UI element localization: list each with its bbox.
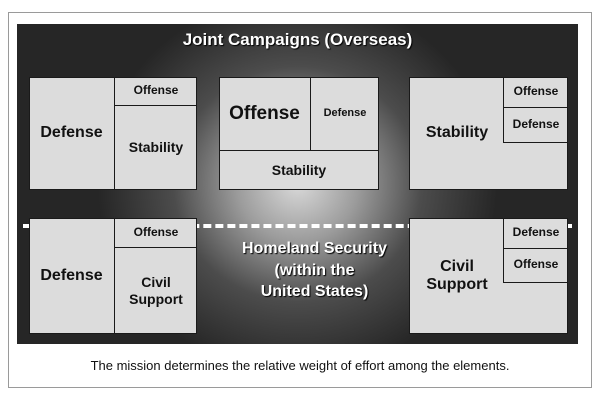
homeland-left-main: Defense <box>29 218 115 334</box>
homeland-right-box: Civil Support Defense Offense <box>409 218 568 334</box>
diagram-title: Joint Campaigns (Overseas) <box>182 30 413 49</box>
homeland-right-top-right: Defense <box>503 218 568 249</box>
overseas-center-bottom: Stability <box>271 161 327 178</box>
campaign-panel: Joint Campaigns (Overseas) Defense Offen… <box>17 24 578 344</box>
overseas-center-top-right: Defense <box>310 77 379 151</box>
overseas-center-main: Offense <box>219 77 311 151</box>
homeland-left-box: Defense Offense Civil Support <box>29 218 197 334</box>
overseas-right-box: Stability Offense Defense <box>409 77 568 190</box>
overseas-right-bottom-right: Defense <box>503 107 568 143</box>
homeland-left-bottom-right: Civil Support <box>114 247 197 334</box>
overseas-left-box: Defense Offense Stability <box>29 77 197 190</box>
overseas-right-main: Stability <box>425 124 489 142</box>
homeland-label-line-2: (within the <box>274 261 355 279</box>
homeland-security-label: Homeland Security (within the United Sta… <box>222 238 407 303</box>
section-divider <box>23 224 572 228</box>
overseas-right-top-right: Offense <box>503 77 568 108</box>
homeland-left-top-right: Offense <box>114 218 197 248</box>
overseas-left-main: Defense <box>29 77 115 190</box>
homeland-right-main: Civil Support <box>426 257 488 293</box>
homeland-label-line-1: Homeland Security <box>242 240 387 257</box>
homeland-right-bottom-right: Offense <box>503 248 568 283</box>
homeland-label-line-3: United States) <box>260 283 369 301</box>
diagram-caption: The mission determines the relative weig… <box>90 358 510 373</box>
overseas-center-box: Offense Defense Stability <box>219 77 379 190</box>
overseas-left-bottom-right: Stability <box>114 105 197 190</box>
overseas-left-top-right: Offense <box>114 77 197 106</box>
